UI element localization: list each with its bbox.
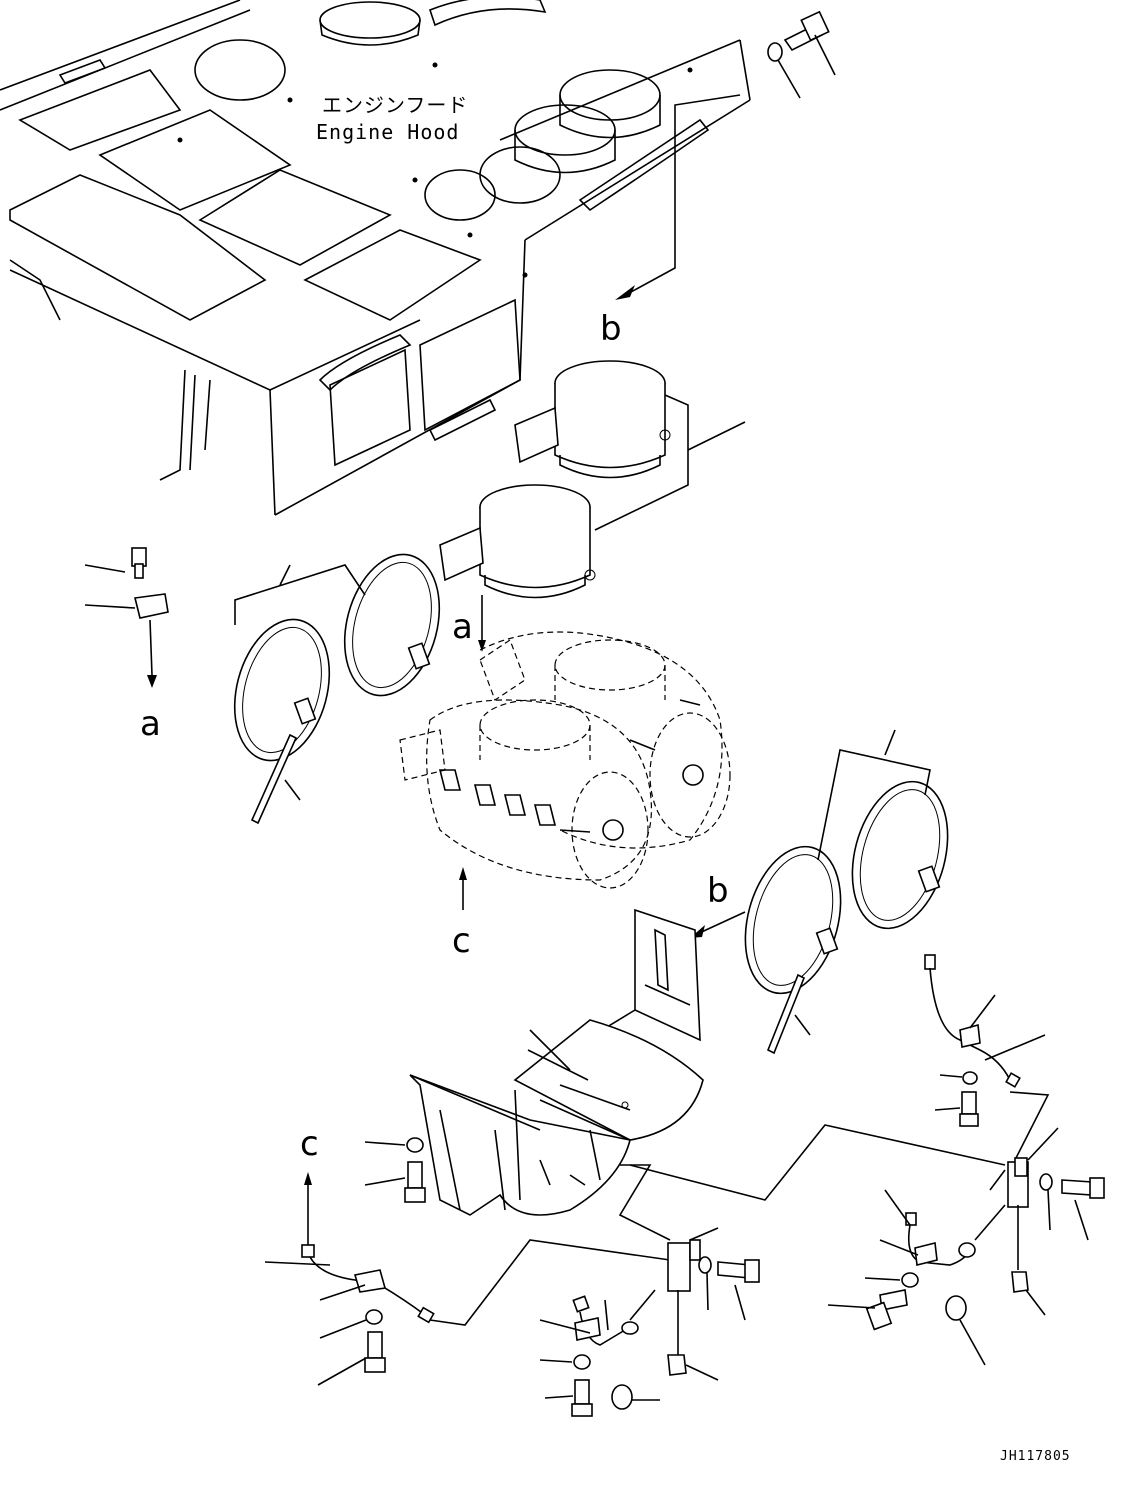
bracket-middle [667, 1227, 760, 1360]
callout-c-cleaner: c [452, 921, 471, 961]
engine-hood-label-jp: エンジンフード [322, 93, 468, 117]
callout-a-cleaner: a [452, 607, 473, 647]
sensor-lower-left [264, 1244, 435, 1324]
sensor-middle [539, 1289, 719, 1417]
callout-a-sensor: a [140, 704, 161, 744]
engine-hood-label-en: Engine Hood [316, 120, 459, 144]
mounting-bands-right [744, 729, 949, 1055]
pre-cleaner-upper [514, 360, 671, 479]
air-duct-guard [409, 1019, 704, 1216]
air-cleaner-assembly [399, 631, 731, 889]
drawing-code: JH117805 [1000, 1449, 1071, 1464]
engine-hood [0, 0, 751, 516]
mounting-bands-left [233, 553, 441, 825]
callout-b-bracket: b [707, 871, 729, 911]
sensor-upper-left [84, 547, 169, 688]
washers-bolts-left [317, 1137, 426, 1386]
bracket-right [945, 1127, 1105, 1366]
callout-c-bottom: c [300, 1124, 319, 1164]
hood-bolt [767, 10, 836, 99]
callout-b-top: b [600, 309, 622, 349]
sensor-upper-right [924, 954, 1046, 1127]
pre-cleaner-lower [439, 484, 596, 599]
sensor-lower-right [827, 1189, 1006, 1331]
